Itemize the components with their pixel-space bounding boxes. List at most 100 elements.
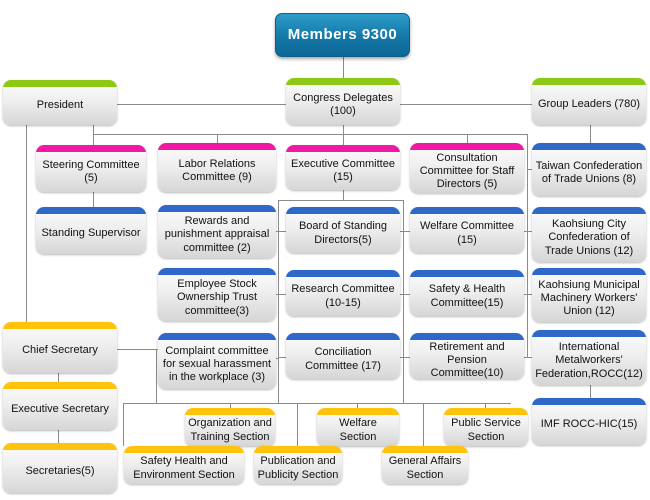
group-leaders-box: Group Leaders (780) bbox=[532, 78, 646, 125]
connector-line bbox=[524, 357, 527, 358]
secretaries-label: Secretaries(5) bbox=[25, 464, 95, 477]
taiwan-confederation-label: Taiwan Confederation of Trade Unions (8) bbox=[535, 159, 643, 185]
board-standing-directors-box: Board of Standing Directors(5) bbox=[286, 207, 400, 253]
chief-secretary-label: Chief Secretary bbox=[22, 344, 98, 357]
connector-line bbox=[527, 294, 532, 295]
connector-line bbox=[276, 358, 278, 359]
public-service-section-box: Public Service Section bbox=[444, 408, 528, 446]
connector-line bbox=[400, 231, 403, 232]
imf-rocc-hic-label: IMF ROCC-HIC(15) bbox=[540, 418, 638, 431]
retirement-pension-committee-box: Retirement and Pension Committee(10) bbox=[410, 333, 524, 379]
conciliation-committee-label: Conciliation Committee (17) bbox=[305, 346, 381, 372]
steering-committee-label: Steering Committee (5) bbox=[42, 158, 140, 184]
retirement-pension-committee-color-bar bbox=[410, 333, 524, 340]
connector-line bbox=[58, 373, 59, 382]
organization-training-section-color-bar bbox=[185, 408, 275, 415]
kaohsiung-city-confederation-label: Kaohsiung City Confederation of Trade Un… bbox=[544, 218, 634, 257]
general-affairs-section-box: General Affairs Section bbox=[382, 446, 468, 484]
connector-line bbox=[278, 200, 279, 404]
connector-line bbox=[527, 231, 532, 232]
connector-line bbox=[423, 403, 424, 446]
executive-committee-box: Executive Committee (15) bbox=[286, 145, 400, 190]
research-committee-color-bar bbox=[286, 270, 400, 277]
employee-stock-trust-box: Employee Stock Ownership Trust committee… bbox=[158, 268, 276, 321]
consultation-committee-label: Consultation Committee for Staff Directo… bbox=[419, 151, 515, 191]
secretaries-color-bar bbox=[3, 443, 117, 450]
kaohsiung-municipal-union-label: Kaohsiung Municipal Machinery Workers' U… bbox=[538, 278, 640, 318]
standing-supervisor-box: Standing Supervisor bbox=[36, 207, 146, 254]
connector-line bbox=[278, 231, 286, 232]
president-color-bar bbox=[3, 80, 117, 87]
connector-line bbox=[278, 200, 404, 201]
taiwan-confederation-box: Taiwan Confederation of Trade Unions (8) bbox=[532, 143, 646, 196]
connector-line bbox=[343, 190, 344, 201]
safety-health-environment-section-color-bar bbox=[124, 446, 244, 453]
connector-line bbox=[403, 200, 404, 404]
organization-training-section-box: Organization and Training Section bbox=[185, 408, 275, 446]
group-leaders-color-bar bbox=[532, 78, 646, 85]
president-label: President bbox=[36, 99, 84, 112]
connector-line bbox=[485, 403, 486, 408]
members-label: Members 9300 bbox=[287, 26, 398, 43]
organization-training-section-label: Organization and Training Section bbox=[188, 417, 272, 443]
connector-line bbox=[278, 294, 286, 295]
retirement-pension-committee-label: Retirement and Pension Committee(10) bbox=[429, 341, 505, 379]
public-service-section-label: Public Service Section bbox=[451, 417, 521, 443]
board-standing-directors-color-bar bbox=[286, 207, 400, 214]
kaohsiung-city-confederation-box: Kaohsiung City Confederation of Trade Un… bbox=[532, 207, 646, 262]
executive-secretary-label: Executive Secretary bbox=[11, 402, 109, 415]
connector-line bbox=[93, 134, 528, 135]
kaohsiung-city-confederation-color-bar bbox=[532, 207, 646, 214]
connector-line bbox=[217, 134, 218, 144]
international-metalworkers-color-bar bbox=[532, 330, 646, 337]
congress-delegates-color-bar bbox=[286, 78, 400, 85]
connector-line bbox=[343, 125, 344, 135]
rewards-punishment-committee-label: Rewards and punishment appraisal committ… bbox=[164, 215, 270, 254]
general-affairs-section-label: General Affairs Section bbox=[388, 455, 462, 481]
employee-stock-trust-color-bar bbox=[158, 268, 276, 275]
connector-line bbox=[527, 169, 532, 170]
research-committee-label: Research Committee (10-15) bbox=[291, 283, 395, 309]
connector-line bbox=[590, 125, 591, 144]
connector-line bbox=[276, 294, 278, 295]
connector-line bbox=[524, 294, 527, 295]
consultation-committee-box: Consultation Committee for Staff Directo… bbox=[410, 143, 524, 193]
chief-secretary-box: Chief Secretary bbox=[3, 322, 117, 373]
executive-committee-label: Executive Committee (15) bbox=[291, 157, 395, 183]
imf-rocc-hic-box: IMF ROCC-HIC(15) bbox=[532, 398, 646, 445]
members-box: Members 9300 bbox=[275, 13, 410, 57]
connector-line bbox=[403, 231, 410, 232]
welfare-section-box: Welfare Section bbox=[317, 408, 399, 446]
standing-supervisor-label: Standing Supervisor bbox=[41, 227, 141, 240]
congress-delegates-box: Congress Delegates (100) bbox=[286, 78, 400, 125]
conciliation-committee-color-bar bbox=[286, 333, 400, 340]
executive-secretary-box: Executive Secretary bbox=[3, 382, 117, 430]
congress-delegates-label: Congress Delegates (100) bbox=[293, 91, 393, 117]
labor-relations-committee-color-bar bbox=[158, 143, 276, 150]
welfare-committee-box: Welfare Committee (15) bbox=[410, 207, 524, 253]
standing-supervisor-color-bar bbox=[36, 207, 146, 214]
welfare-section-label: Welfare Section bbox=[339, 417, 377, 443]
complaint-committee-color-bar bbox=[158, 333, 276, 340]
complaint-committee-label: Complaint committee for sexual harassmen… bbox=[162, 344, 272, 384]
publication-publicity-section-box: Publication and Publicity Section bbox=[254, 446, 342, 484]
connector-line bbox=[58, 430, 59, 443]
welfare-committee-color-bar bbox=[410, 207, 524, 214]
rewards-punishment-committee-box: Rewards and punishment appraisal committ… bbox=[158, 205, 276, 258]
connector-line bbox=[403, 294, 410, 295]
complaint-committee-box: Complaint committee for sexual harassmen… bbox=[158, 333, 276, 389]
chief-secretary-color-bar bbox=[3, 322, 117, 329]
public-service-section-color-bar bbox=[444, 408, 528, 415]
research-committee-box: Research Committee (10-15) bbox=[286, 270, 400, 316]
taiwan-confederation-color-bar bbox=[532, 143, 646, 150]
publication-publicity-section-color-bar bbox=[254, 446, 342, 453]
labor-relations-committee-label: Labor Relations Committee (9) bbox=[178, 157, 256, 183]
connector-line bbox=[93, 125, 94, 145]
kaohsiung-municipal-union-box: Kaohsiung Municipal Machinery Workers' U… bbox=[532, 268, 646, 322]
employee-stock-trust-label: Employee Stock Ownership Trust committee… bbox=[176, 278, 258, 317]
welfare-section-color-bar bbox=[317, 408, 399, 415]
connector-line bbox=[26, 125, 27, 322]
international-metalworkers-box: International Metalworkers' Federation,R… bbox=[532, 330, 646, 385]
connector-line bbox=[467, 134, 468, 144]
